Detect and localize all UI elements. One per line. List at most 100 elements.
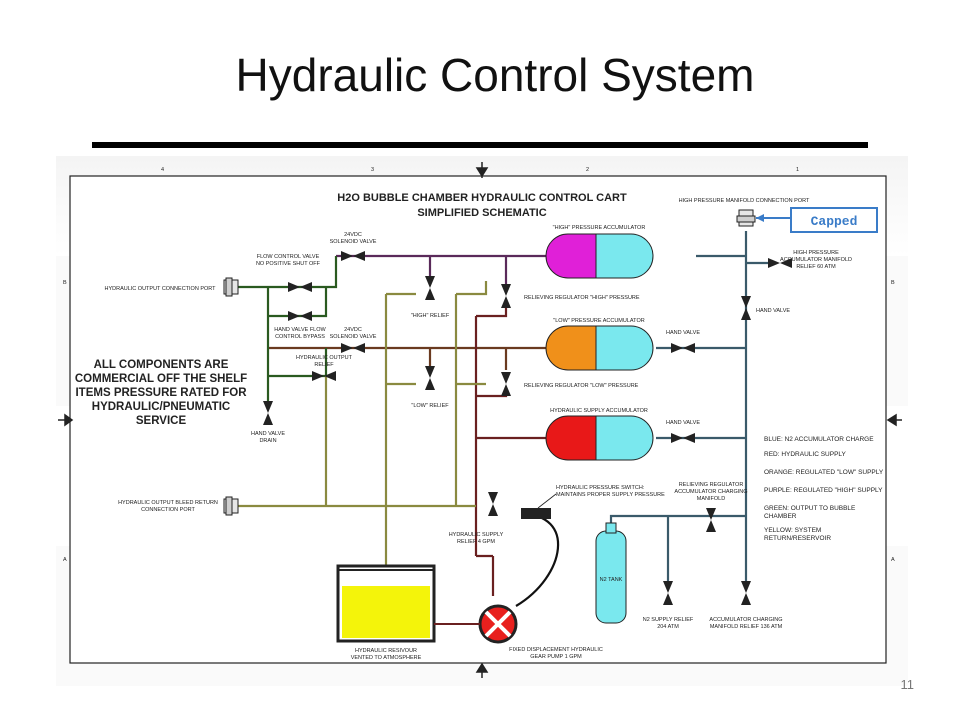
- capped-label: Capped: [811, 214, 858, 229]
- label-pump: GEAR PUMP 1 GPM: [530, 654, 582, 660]
- label-hand-valve-low: HAND VALVE: [666, 330, 700, 336]
- hand-valve-right-icon: [741, 308, 751, 320]
- label-lp-accumulator: "LOW" PRESSURE ACCUMULATOR: [553, 318, 644, 324]
- label-hp-relief: HIGH PRESSURE: [793, 250, 839, 256]
- label-high-relief: "HIGH" RELIEF: [411, 313, 450, 319]
- note-line: ITEMS PRESSURE RATED FOR: [75, 387, 247, 399]
- legend-line: CHAMBER: [764, 513, 797, 520]
- note-line: SERVICE: [136, 415, 187, 427]
- flow-control-valve-icon: [300, 282, 312, 292]
- label-output-relief: HYDRAULIC OUTPUT: [296, 355, 353, 361]
- schematic-header-line2: SIMPLIFIED SCHEMATIC: [417, 207, 546, 219]
- label-reg-high: RELIEVING REGULATOR "HIGH" PRESSURE: [524, 295, 640, 301]
- note-line: ALL COMPONENTS ARE: [94, 359, 229, 371]
- border-number: 2: [586, 167, 589, 173]
- supply-accumulator: [545, 415, 654, 461]
- border-letter: A: [63, 557, 67, 563]
- label-charging-reg: MANIFOLD: [697, 496, 725, 502]
- n2-tank: [595, 522, 627, 624]
- label-n2-relief: N2 SUPPLY RELIEF: [643, 617, 694, 623]
- output-relief-icon: [324, 371, 336, 381]
- label-hv-drain: HAND VALVE: [251, 431, 285, 437]
- low-regulator-icon: [501, 384, 511, 396]
- label-charging-reg: ACCUMULATOR CHARGING: [674, 489, 747, 495]
- border-letter: B: [891, 280, 895, 286]
- pressure-switch-icon: [521, 508, 551, 519]
- legend-line: RETURN/RESERVOIR: [764, 535, 831, 542]
- drain-hand-valve-icon: [263, 401, 273, 413]
- charging-regulator-icon: [706, 520, 716, 532]
- label-reservoir: HYDRAULIC RESIVOUR: [355, 648, 417, 654]
- label-solenoid-mid: 24VDC: [344, 327, 362, 333]
- valves: [263, 251, 792, 605]
- note-line: COMMERCIAL OFF THE SHELF: [75, 373, 247, 385]
- n2-relief-icon: [663, 593, 673, 605]
- hp-relief-icon: [768, 258, 780, 268]
- high-relief-icon: [425, 276, 435, 288]
- label-bleed-port: HYDRAULIC OUTPUT BLEED RETURN: [118, 500, 218, 506]
- label-solenoid-top: 24VDC: [344, 232, 362, 238]
- label-output-port: HYDRAULIC OUTPUT CONNECTION PORT: [104, 286, 216, 292]
- high-pressure-accumulator: [545, 233, 654, 279]
- label-hv-bypass: CONTROL BYPASS: [275, 334, 325, 340]
- border-number: 4: [161, 167, 164, 173]
- solenoid-valve-mid-icon: [341, 343, 353, 353]
- label-supply-relief: RELIEF 4 GPM: [457, 539, 495, 545]
- charging-regulator-icon: [706, 508, 716, 520]
- low-pressure-accumulator: [545, 325, 654, 371]
- label-output-relief: RELIEF: [314, 362, 334, 368]
- hand-valve-right-icon: [741, 296, 751, 308]
- hand-valve-supply-icon: [683, 433, 695, 443]
- color-legend: BLUE: N2 ACCUMULATOR CHARGE RED: HYDRAUL…: [764, 436, 884, 542]
- label-hv-drain: DRAIN: [259, 438, 276, 444]
- border-letter: A: [891, 557, 895, 563]
- legend-line: BLUE: N2 ACCUMULATOR CHARGE: [764, 436, 874, 443]
- hydraulic-schematic: 4 3 2 1 B B A A H2O BUBBLE CHAMBER HYDRA…: [56, 156, 908, 686]
- schematic-header-line1: H2O BUBBLE CHAMBER HYDRAULIC CONTROL CAR…: [337, 192, 627, 204]
- label-hand-valve-supply: HAND VALVE: [666, 420, 700, 426]
- hand-valve-supply-icon: [671, 433, 683, 443]
- label-pump: FIXED DISPLACEMENT HYDRAULIC: [509, 647, 603, 653]
- high-relief-icon: [425, 288, 435, 300]
- label-hp-port: HIGH PRESSURE MANIFOLD CONNECTION PORT: [679, 198, 810, 204]
- component-labels: HIGH PRESSURE MANIFOLD CONNECTION PORT "…: [104, 198, 851, 661]
- label-hp-accumulator: "HIGH" PRESSURE ACCUMULATOR: [553, 225, 646, 231]
- components-note: ALL COMPONENTS ARE COMMERCIAL OFF THE SH…: [75, 359, 247, 427]
- legend-line: GREEN: OUTPUT TO BUBBLE: [764, 505, 856, 512]
- capped-callout: Capped: [756, 207, 878, 233]
- n2-relief-icon: [663, 581, 673, 593]
- hand-valve-low-icon: [671, 343, 683, 353]
- note-line: HYDRAULIC/PNEUMATIC: [92, 401, 230, 413]
- hand-valve-low-icon: [683, 343, 695, 353]
- label-n2-tank: N2 TANK: [600, 577, 623, 583]
- supply-relief-icon: [488, 504, 498, 516]
- border-letter: B: [63, 280, 67, 286]
- charging-relief-icon: [741, 593, 751, 605]
- label-charging-relief: MANIFOLD RELIEF 136 ATM: [710, 624, 783, 630]
- label-pressure-switch: HYDRAULIC PRESSURE SWITCH:: [556, 485, 645, 491]
- label-charging-relief: ACCUMULATOR CHARGING: [709, 617, 782, 623]
- label-n2-relief: 204 ATM: [657, 624, 679, 630]
- label-charging-reg: RELIEVING REGULATOR: [679, 482, 744, 488]
- hydraulic-reservoir: [336, 564, 436, 643]
- border-number: 3: [371, 167, 374, 173]
- legend-line: YELLOW: SYSTEM: [764, 527, 821, 534]
- legend-line: RED: HYDRAULIC SUPPLY: [764, 451, 847, 458]
- ports: [223, 209, 756, 516]
- hp-relief-icon: [780, 258, 792, 268]
- page-number: 11: [900, 677, 915, 692]
- output-relief-icon: [312, 371, 324, 381]
- solenoid-valve-top-icon: [341, 251, 353, 261]
- supply-relief-icon: [488, 492, 498, 504]
- label-reg-low: RELIEVING REGULATOR "LOW" PRESSURE: [524, 383, 639, 389]
- flow-control-valve-icon: [288, 282, 300, 292]
- label-reservoir: VENTED TO ATMOSPHERE: [351, 655, 422, 661]
- legend-line: PURPLE: REGULATED "HIGH" SUPPLY: [764, 487, 883, 494]
- drawing-border: [69, 175, 887, 664]
- label-supply-relief: HYDRAULIC SUPPLY: [449, 532, 504, 538]
- label-hp-relief: ACCUMULATOR MANIFOLD: [780, 257, 852, 263]
- low-relief-icon: [425, 378, 435, 390]
- high-regulator-icon: [501, 296, 511, 308]
- border-number: 1: [796, 167, 799, 173]
- title-underline: [92, 142, 868, 148]
